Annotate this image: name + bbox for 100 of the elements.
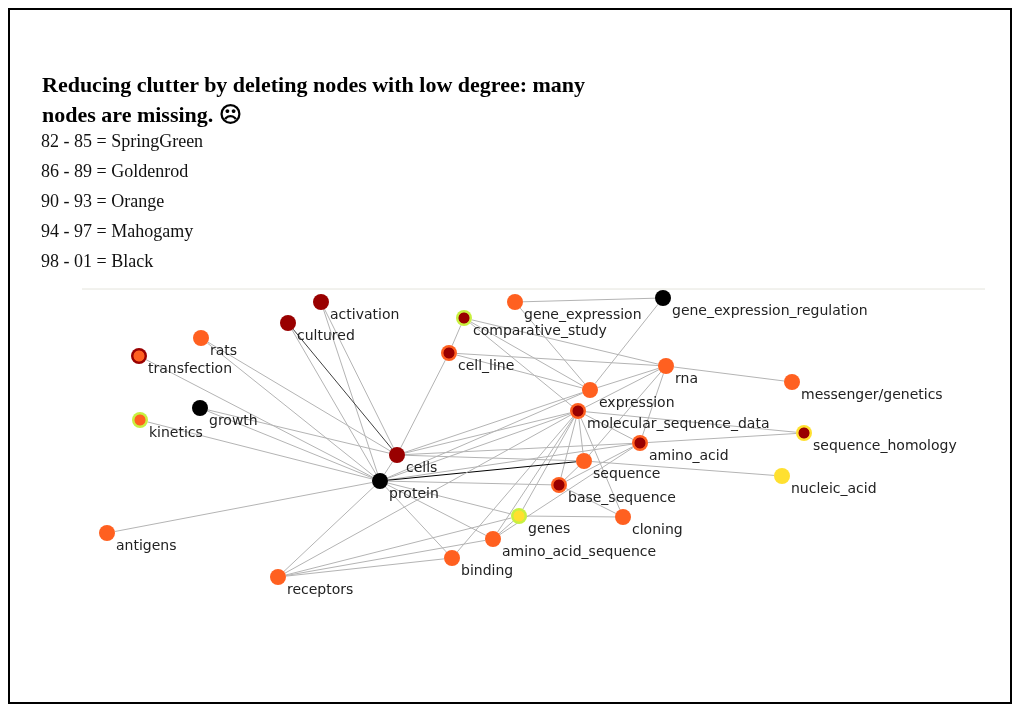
node-dot xyxy=(193,330,209,346)
edge-line xyxy=(291,329,377,475)
edge-line xyxy=(451,324,462,347)
node-label: genes xyxy=(528,520,571,536)
edge-line xyxy=(499,446,634,536)
node-label: antigens xyxy=(116,537,177,553)
node-dot xyxy=(632,435,648,451)
edge-line xyxy=(498,520,514,535)
edge-line xyxy=(324,308,394,449)
edge-line xyxy=(456,416,574,553)
edge-line xyxy=(404,442,633,456)
edge-line xyxy=(522,297,656,303)
node-dot xyxy=(551,477,567,493)
node-dot xyxy=(485,531,501,547)
edge-line xyxy=(565,446,634,482)
node-dot xyxy=(456,310,472,326)
node-label: expression xyxy=(599,394,675,410)
edge-line xyxy=(404,392,583,453)
edge-line xyxy=(564,466,579,480)
edge-line xyxy=(519,307,586,385)
node-label: messenger/genetics xyxy=(801,386,943,402)
node-label: base_sequence xyxy=(568,489,676,505)
legend-text: 86 - 89 = Goldenrod xyxy=(41,161,189,182)
node-label: nucleic_acid xyxy=(791,480,877,496)
edge-line xyxy=(642,373,664,436)
edge-line xyxy=(673,366,785,382)
legend-text: 94 - 97 = Mahogamy xyxy=(41,221,194,242)
legend-text: 98 - 01 = Black xyxy=(41,251,154,272)
edge-line xyxy=(404,412,571,454)
edge-line xyxy=(383,461,394,475)
node-label: sequence_homology xyxy=(813,437,957,453)
node-label: cells xyxy=(406,459,438,475)
edge-line xyxy=(147,421,373,480)
node-dot xyxy=(658,358,674,374)
edge-line xyxy=(585,411,797,433)
node-dot xyxy=(270,569,286,585)
node-label: comparative_study xyxy=(473,322,607,338)
edge-line xyxy=(580,417,621,511)
node-label: growth xyxy=(209,412,258,428)
edge-line xyxy=(584,369,660,408)
edge-line xyxy=(588,371,662,456)
edge-line xyxy=(469,322,573,407)
edge-line xyxy=(456,353,659,366)
node-dot xyxy=(372,473,388,489)
edge-line xyxy=(560,418,577,478)
node-dot xyxy=(784,374,800,390)
edge-line xyxy=(584,414,634,440)
node-dot xyxy=(774,468,790,484)
edge-line xyxy=(387,480,552,486)
node-label: gene_expression_regulation xyxy=(672,302,868,318)
edge-line xyxy=(471,319,659,365)
node-label: amino_acid xyxy=(649,447,729,463)
node-dot xyxy=(570,403,586,419)
node-dot xyxy=(444,550,460,566)
node-dot xyxy=(280,315,296,331)
edge-line xyxy=(207,409,390,454)
legend-text: 90 - 93 = Orange xyxy=(41,191,165,212)
slide-title: Reducing clutter by deleting nodes with low degree: many nodes are missing. ☹ xyxy=(42,71,587,129)
edge-line xyxy=(496,417,575,533)
node-label: cultured xyxy=(297,327,355,343)
node-dot xyxy=(507,294,523,310)
node-dot xyxy=(132,412,148,428)
edge-line xyxy=(522,417,575,510)
edge-line xyxy=(387,461,577,481)
node-dot xyxy=(511,508,527,524)
legend-text: 82 - 85 = SpringGreen xyxy=(41,131,204,152)
edge-line xyxy=(384,486,448,553)
edge-line xyxy=(207,341,391,452)
node-dot xyxy=(389,447,405,463)
edge-line xyxy=(145,359,374,478)
node-label: protein xyxy=(389,485,439,501)
edge-line xyxy=(387,413,571,479)
node-label: binding xyxy=(461,562,514,578)
node-label: transfection xyxy=(148,360,233,376)
edge-line xyxy=(283,486,375,572)
edge-line xyxy=(565,488,617,514)
edge-line xyxy=(647,433,797,443)
node-dot xyxy=(313,294,329,310)
node-label: rats xyxy=(210,342,238,358)
edge-line xyxy=(386,484,487,536)
node-dot xyxy=(192,400,208,416)
edge-line xyxy=(456,354,583,389)
edge-line xyxy=(206,410,374,479)
node-dot xyxy=(576,453,592,469)
node-label: activation xyxy=(330,306,400,322)
edge-line xyxy=(285,558,445,577)
edge-line xyxy=(114,482,373,532)
edge-line xyxy=(323,309,378,474)
edge-line xyxy=(206,342,375,477)
edge-line xyxy=(386,392,584,479)
edge-line xyxy=(285,539,486,577)
edge-line xyxy=(292,328,393,450)
node-dot xyxy=(582,382,598,398)
edge-line xyxy=(284,414,572,574)
node-dot xyxy=(796,425,812,441)
edge-line xyxy=(400,359,446,449)
edge-line xyxy=(387,443,633,481)
edge-line xyxy=(597,367,659,389)
node-label: sequence xyxy=(593,465,661,481)
edge-line xyxy=(591,461,775,476)
